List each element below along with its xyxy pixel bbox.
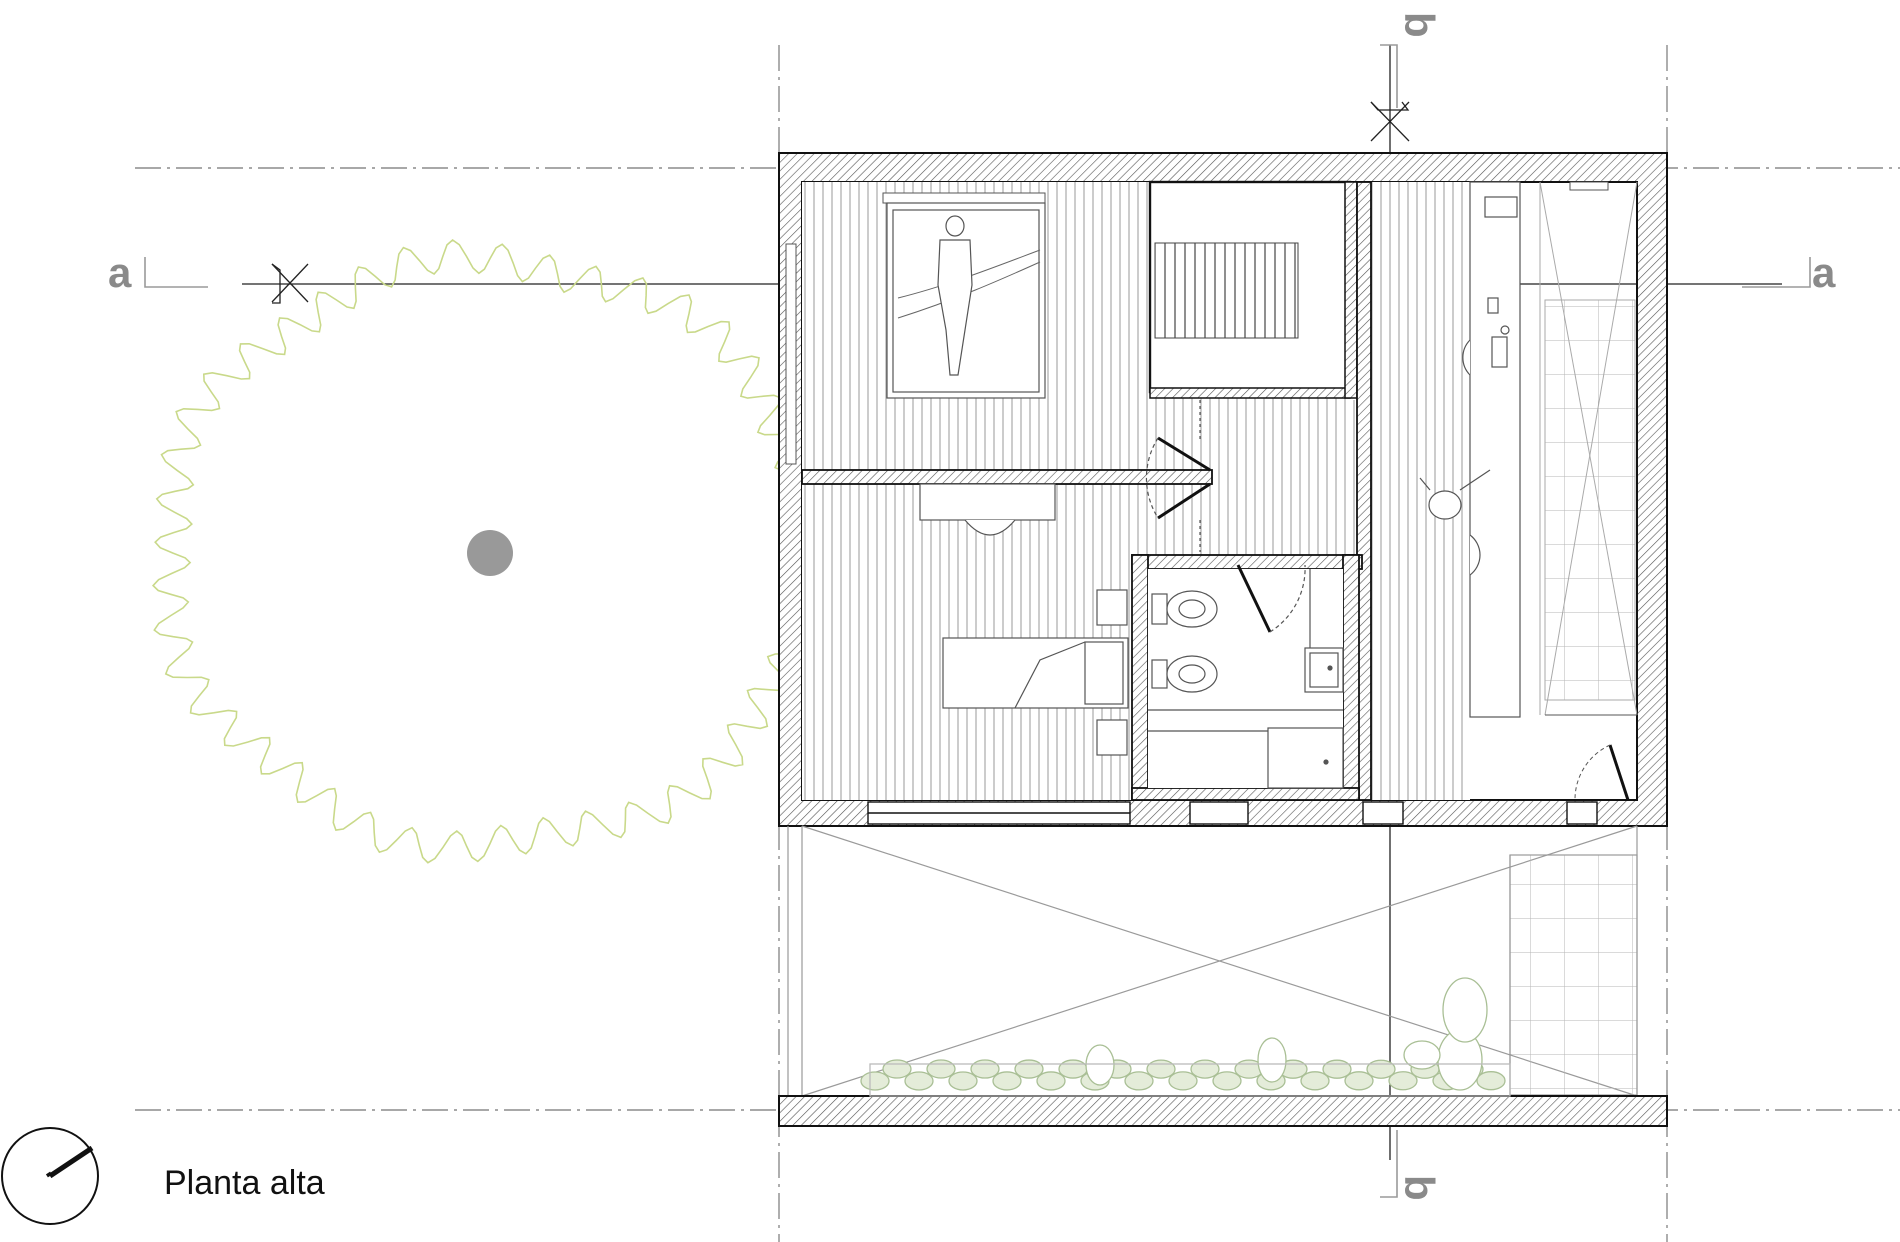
north-arrow-icon [1, 1127, 99, 1225]
human-figure-icon [937, 215, 973, 376]
stair-void [1148, 180, 1358, 399]
section-label-a-left: a [108, 249, 132, 296]
drawing-title: Planta alta [164, 1164, 325, 1202]
terrace-void [787, 825, 1638, 1097]
bed-icon [942, 637, 1129, 709]
human-figure-icon [1419, 469, 1491, 520]
hallway-desk [1419, 181, 1521, 718]
plant-icon [860, 977, 1511, 1097]
section-label-b-bottom: b [1396, 1175, 1443, 1201]
floor-finish [802, 182, 1470, 800]
section-label-a-right: a [1812, 249, 1836, 296]
bidet-icon [1151, 655, 1218, 693]
sink-icon [1304, 647, 1344, 693]
section-label-b-top: b [1396, 12, 1443, 38]
tree-icon [151, 238, 842, 864]
facade-windows [867, 801, 1598, 825]
bedroom-second [919, 483, 1129, 756]
stair [1539, 181, 1638, 801]
bedroom-main [785, 192, 1046, 465]
parapet [778, 1095, 1668, 1127]
toilet-icon [1151, 590, 1218, 628]
bathroom [1148, 564, 1344, 789]
bedroom-doors [1145, 400, 1211, 552]
